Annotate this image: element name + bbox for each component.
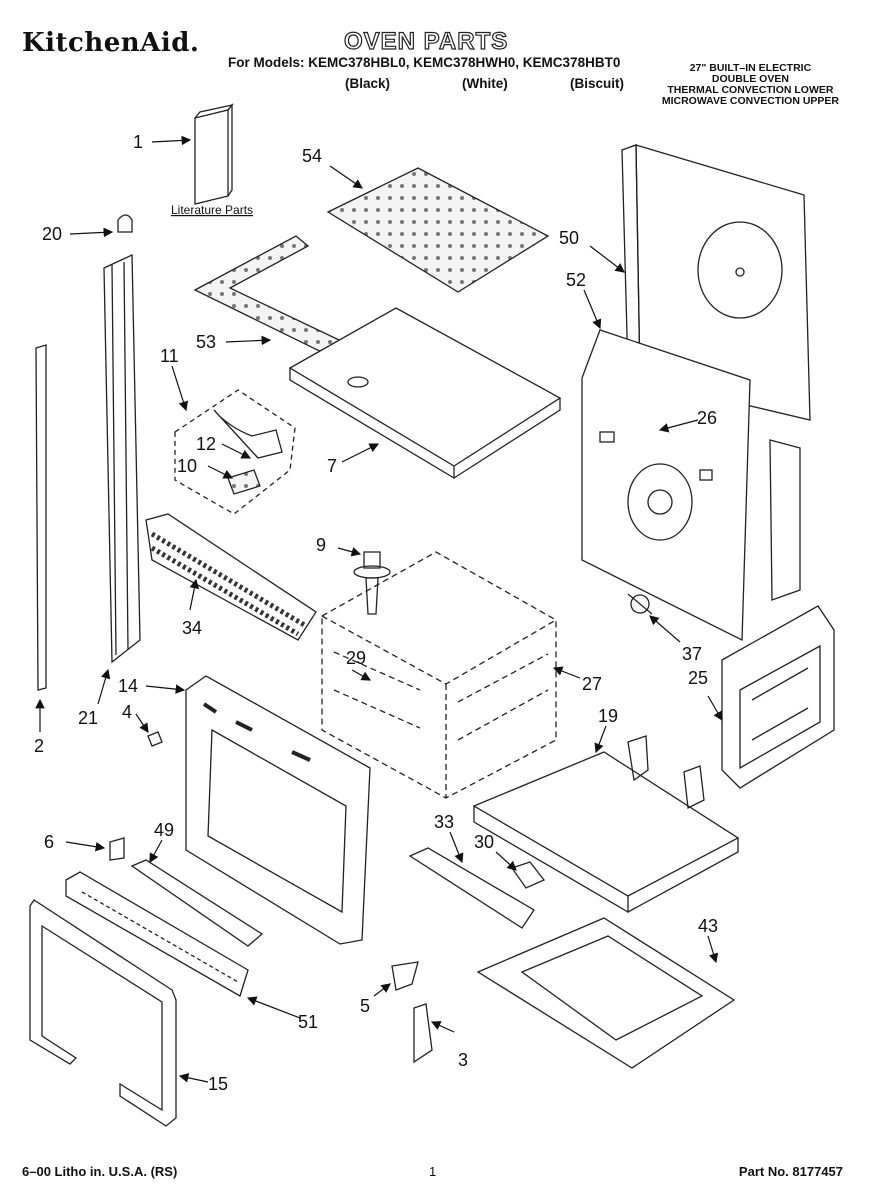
callout-49: 49 xyxy=(154,820,174,840)
description-line: DOUBLE OVEN xyxy=(711,73,789,85)
callout-34: 34 xyxy=(182,618,202,638)
description-line: 27" BUILT–IN ELECTRIC xyxy=(689,62,812,74)
callout-20: 20 xyxy=(42,224,62,244)
callout-29: 29 xyxy=(346,648,366,668)
callout-37: 37 xyxy=(682,644,702,664)
models-line: For Models: KEMC378HBL0, KEMC378HWH0, KE… xyxy=(228,55,621,70)
callout-1: 1 xyxy=(133,132,143,152)
callout-30: 30 xyxy=(474,832,494,852)
callout-26: 26 xyxy=(697,408,717,428)
callout-33: 33 xyxy=(434,812,454,832)
callout-15: 15 xyxy=(208,1074,228,1094)
footer-page-number: 1 xyxy=(429,1164,437,1179)
door-gasket xyxy=(29,899,177,1127)
callout-52: 52 xyxy=(566,270,586,290)
callout-21: 21 xyxy=(78,708,98,728)
callout-3: 3 xyxy=(458,1050,468,1070)
callout-43: 43 xyxy=(698,916,718,936)
rear-panel xyxy=(721,605,835,789)
literature-book xyxy=(194,103,234,205)
front-frame xyxy=(185,675,371,945)
screw xyxy=(147,731,163,747)
thermal-sensor xyxy=(627,593,653,615)
leader-lines xyxy=(35,135,723,1083)
color-white: (White) xyxy=(462,76,508,91)
callout-6: 6 xyxy=(44,832,54,852)
side-strip xyxy=(35,344,47,691)
convection-panel xyxy=(581,329,801,642)
filter-panel xyxy=(326,167,550,293)
description-line: THERMAL CONVECTION LOWER xyxy=(667,84,834,96)
clip xyxy=(109,837,125,861)
hinge-bracket xyxy=(413,1003,433,1064)
footer-part-number: Part No. 8177457 xyxy=(738,1164,843,1179)
literature-parts-label: Literature Parts xyxy=(171,203,253,217)
bracket xyxy=(130,859,264,947)
switch-harness xyxy=(213,409,283,459)
top-cover xyxy=(472,735,740,914)
callout-51: 51 xyxy=(298,1012,318,1032)
callout-50: 50 xyxy=(559,228,579,248)
callout-numbers: 1 20 54 50 52 53 11 12 10 7 26 9 34 29 2… xyxy=(34,132,718,1094)
callout-53: 53 xyxy=(196,332,216,352)
callout-2: 2 xyxy=(34,736,44,756)
page-title: OVEN PARTS xyxy=(343,27,509,55)
callout-11: 11 xyxy=(160,346,179,366)
callout-4: 4 xyxy=(122,702,132,722)
callout-12: 12 xyxy=(196,434,216,454)
side-trim xyxy=(103,253,141,664)
label-plate xyxy=(227,469,261,495)
callout-25: 25 xyxy=(688,668,708,688)
trim-bar xyxy=(65,871,249,997)
callout-10: 10 xyxy=(177,456,197,476)
callout-27: 27 xyxy=(582,674,602,694)
brand-logo: KitchenAid. xyxy=(22,28,200,58)
base-tray xyxy=(476,917,736,1069)
description-line: MICROWAVE CONVECTION UPPER xyxy=(661,95,839,107)
callout-5: 5 xyxy=(360,996,370,1016)
vent-grille xyxy=(145,513,317,641)
tray xyxy=(288,307,562,480)
small-bracket xyxy=(510,861,546,889)
color-black: (Black) xyxy=(345,76,391,91)
rail xyxy=(408,847,535,929)
group-outline xyxy=(174,389,296,515)
part-cap xyxy=(117,214,133,233)
callout-54: 54 xyxy=(302,146,322,166)
color-biscuit: (Biscuit) xyxy=(570,76,624,91)
back-panel xyxy=(621,144,811,421)
callout-14: 14 xyxy=(118,676,138,696)
callout-19: 19 xyxy=(598,706,618,726)
oven-cavity xyxy=(321,551,557,799)
hinge-plate xyxy=(391,961,419,991)
callout-9: 9 xyxy=(316,535,326,555)
callout-7: 7 xyxy=(327,456,337,476)
light-socket xyxy=(353,551,391,615)
footer-litho: 6–00 Litho in. U.S.A. (RS) xyxy=(22,1164,178,1179)
model-description: 27" BUILT–IN ELECTRIC DOUBLE OVEN THERMA… xyxy=(662,63,839,107)
